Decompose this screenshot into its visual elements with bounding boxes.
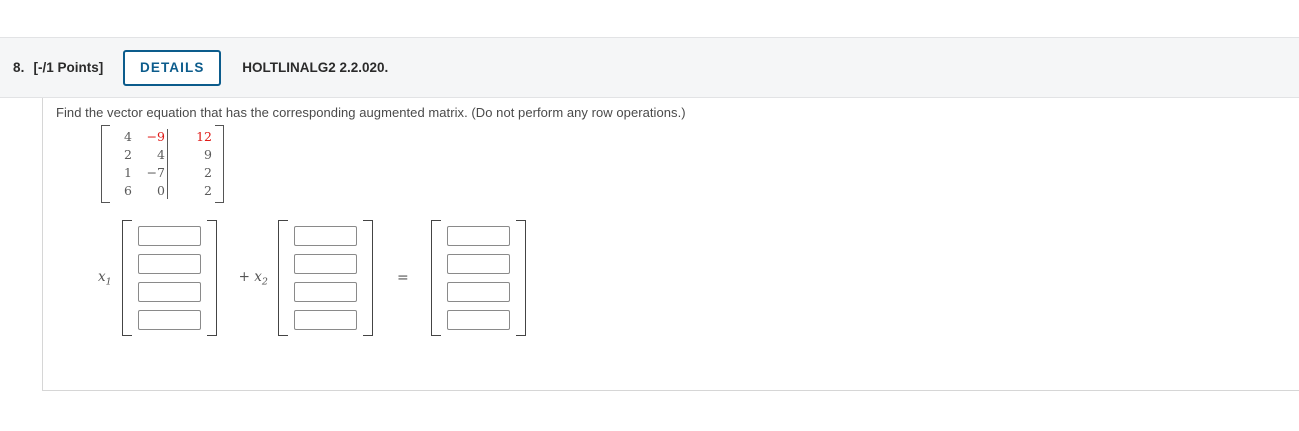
vector-2-entry-2[interactable] xyxy=(293,254,357,274)
vector-1-entry-2[interactable] xyxy=(137,254,201,274)
matrix-cell: 6 xyxy=(124,183,132,198)
vector-1-right-bracket xyxy=(206,220,217,336)
matrix-column-1: 4 2 1 6 xyxy=(110,128,135,200)
vector-2-entries xyxy=(288,220,363,336)
matrix-cell: 2 xyxy=(124,147,132,162)
vector-2-entry-3[interactable] xyxy=(293,282,357,302)
scalar-x1-label: x1 xyxy=(98,269,112,288)
matrix-column-2: −9 4 −7 0 xyxy=(135,128,167,200)
question-points: [-/1 Points] xyxy=(33,60,104,75)
matrix-left-bracket xyxy=(101,125,110,203)
scalar-x1-base: x xyxy=(98,268,106,285)
matrix-constant-column: 12 9 2 2 xyxy=(168,128,215,200)
vector-1 xyxy=(121,220,217,336)
scalar-x1-subscript: 1 xyxy=(105,276,112,288)
vector-result-left-bracket xyxy=(430,220,441,336)
question-body-panel: Find the vector equation that has the co… xyxy=(42,98,1299,391)
vector-2-entry-1[interactable] xyxy=(293,226,357,246)
matrix-grid: 4 2 1 6 −9 4 −7 0 12 9 2 2 xyxy=(110,125,215,203)
vector-2-entry-4[interactable] xyxy=(293,310,357,330)
vector-1-entry-4[interactable] xyxy=(137,310,201,330)
question-header-bar: 8. [-/1 Points] DETAILS HOLTLINALG2 2.2.… xyxy=(0,37,1299,98)
vector-result-entries xyxy=(441,220,516,336)
vector-result-entry-1[interactable] xyxy=(446,226,510,246)
matrix-right-bracket xyxy=(215,125,224,203)
scalar-x2-base: x xyxy=(254,268,262,285)
matrix-cell-highlighted: 12 xyxy=(196,129,212,144)
matrix-cell-highlighted: −9 xyxy=(146,129,165,144)
augmented-matrix: 4 2 1 6 −9 4 −7 0 12 9 2 2 xyxy=(101,125,224,203)
vector-1-entries xyxy=(132,220,207,336)
vector-result-right-bracket xyxy=(515,220,526,336)
matrix-cell: 4 xyxy=(124,129,132,144)
matrix-cell: 4 xyxy=(157,147,165,162)
vector-2 xyxy=(277,220,373,336)
vector-result-entry-2[interactable] xyxy=(446,254,510,274)
vector-result-entry-3[interactable] xyxy=(446,282,510,302)
matrix-cell: 2 xyxy=(204,183,212,198)
matrix-augment-divider xyxy=(167,129,168,199)
vector-2-right-bracket xyxy=(362,220,373,336)
vector-equation: x1 + x2 = xyxy=(47,220,526,336)
matrix-cell: −7 xyxy=(146,165,165,180)
question-number: 8. xyxy=(13,60,25,75)
scalar-x2-subscript: 2 xyxy=(261,276,268,288)
matrix-cell: 2 xyxy=(204,165,212,180)
vector-2-left-bracket xyxy=(277,220,288,336)
matrix-cell: 1 xyxy=(124,165,132,180)
matrix-cell: 0 xyxy=(157,183,165,198)
vector-result-entry-4[interactable] xyxy=(446,310,510,330)
equals-sign: = xyxy=(396,270,409,286)
scalar-x2-label: + x2 xyxy=(239,269,268,288)
matrix-cell: 9 xyxy=(204,147,212,162)
question-prompt: Find the vector equation that has the co… xyxy=(56,105,686,120)
vector-1-left-bracket xyxy=(121,220,132,336)
vector-1-entry-1[interactable] xyxy=(137,226,201,246)
vector-1-entry-3[interactable] xyxy=(137,282,201,302)
plus-sign: + xyxy=(238,268,250,285)
question-source-reference: HOLTLINALG2 2.2.020. xyxy=(242,60,389,75)
details-button[interactable]: DETAILS xyxy=(123,49,222,86)
vector-result xyxy=(430,220,526,336)
